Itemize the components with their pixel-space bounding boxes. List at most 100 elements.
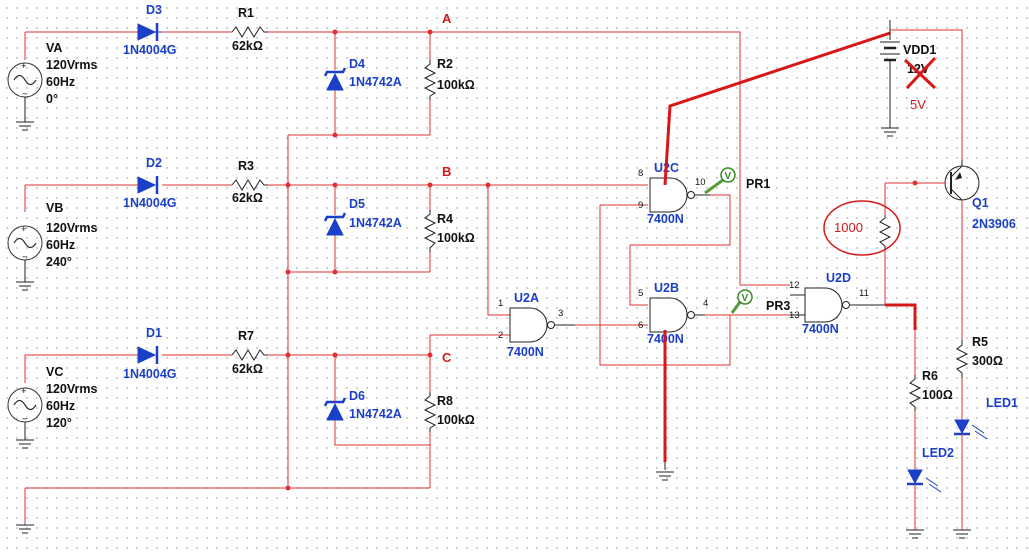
resistor-r8[interactable]: R8 100kΩ xyxy=(423,392,475,432)
u2c-pin9: 9 xyxy=(638,200,643,211)
source-vb-phase: 240° xyxy=(46,255,72,269)
led-led2[interactable]: LED2 xyxy=(907,446,954,493)
resistor-r7[interactable]: R7 62kΩ xyxy=(231,329,268,376)
u2c-part: 7400N xyxy=(647,212,684,226)
annotation-text: 1000 xyxy=(834,220,863,235)
r1-ref: R1 xyxy=(238,6,254,20)
source-vc-amplitude: 120Vrms xyxy=(46,382,97,396)
vdd1-ref: VDD1 xyxy=(903,43,936,57)
row-b-wiring xyxy=(162,182,648,316)
u2a-pin2: 2 xyxy=(498,330,503,341)
resistor-r3[interactable]: R3 62kΩ xyxy=(231,159,268,205)
diode-d3[interactable]: D3 1N4004G xyxy=(123,3,177,57)
pr3-label: PR3 xyxy=(766,299,790,313)
led-led1[interactable]: LED1 xyxy=(954,396,1018,440)
gate-u2d[interactable]: 12 13 11 U2D 7400N xyxy=(789,271,885,336)
r8-ref: R8 xyxy=(437,394,453,408)
u2d-pin12: 12 xyxy=(789,280,800,291)
u2a-pin3: 3 xyxy=(558,308,563,319)
gate-u2c[interactable]: 8 9 10 U2C 7400N xyxy=(638,161,710,226)
diode-d2[interactable]: D2 1N4004G xyxy=(123,156,177,210)
q1-base-wiring xyxy=(884,180,963,340)
r4-value: 100kΩ xyxy=(437,231,475,245)
source-vb-amplitude: 120Vrms xyxy=(46,221,97,235)
probe-pr3[interactable]: V PR3 xyxy=(730,289,790,314)
svg-text:−: − xyxy=(22,89,28,100)
d4-ref: D4 xyxy=(349,57,365,71)
node-a-label: A xyxy=(442,11,452,26)
pr3-glyph: V xyxy=(742,293,749,304)
source-va-phase: 0° xyxy=(46,92,58,106)
r3-ref: R3 xyxy=(238,159,254,173)
d3-part: 1N4004G xyxy=(123,43,177,57)
supply-vdd1[interactable]: VDD1 12V 5V xyxy=(880,20,936,137)
d6-ref: D6 xyxy=(349,389,365,403)
gate-u2b[interactable]: 5 6 4 U2B 7400N xyxy=(638,281,708,346)
source-vc-frequency: 60Hz xyxy=(46,399,75,413)
source-va[interactable]: + − VA 120Vrms 60Hz 0° xyxy=(7,41,97,131)
ground-main xyxy=(16,524,34,534)
probe-pr1[interactable]: V PR1 xyxy=(704,167,770,195)
r2-value: 100kΩ xyxy=(437,78,475,92)
d1-part: 1N4004G xyxy=(123,367,177,381)
source-vb-name: VB xyxy=(46,201,63,215)
svg-text:+: + xyxy=(21,224,27,235)
u2d-ref: U2D xyxy=(826,271,851,285)
annotation-1000: 1000 xyxy=(823,200,901,256)
source-vc-phase: 120° xyxy=(46,416,72,430)
u2c-pin8: 8 xyxy=(638,168,643,179)
led1-ref: LED1 xyxy=(986,396,1018,410)
d2-part: 1N4004G xyxy=(123,196,177,210)
d5-part: 1N4742A xyxy=(349,216,402,230)
u2b-pin5: 5 xyxy=(638,288,643,299)
led2-ref: LED2 xyxy=(922,446,954,460)
gate-u2a[interactable]: 1 2 3 U2A 7400N xyxy=(498,291,575,359)
row-a-wiring xyxy=(162,29,741,285)
hand-drawn-wires xyxy=(663,31,917,462)
resistor-1000[interactable] xyxy=(878,215,892,250)
r5-ref: R5 xyxy=(972,335,988,349)
r5-value: 300Ω xyxy=(972,354,1003,368)
d4-part: 1N4742A xyxy=(349,75,402,89)
u2b-pin6: 6 xyxy=(638,320,643,331)
resistor-r2[interactable]: R2 100kΩ xyxy=(423,57,475,100)
r7-value: 62kΩ xyxy=(232,362,263,376)
logic-wiring xyxy=(575,194,790,366)
resistor-r1[interactable]: R1 62kΩ xyxy=(231,6,268,53)
resistor-r5[interactable]: R5 300Ω xyxy=(955,335,1003,378)
d3-ref: D3 xyxy=(146,3,162,17)
u2a-part: 7400N xyxy=(507,345,544,359)
u2d-pin13: 13 xyxy=(789,310,800,321)
u2d-part: 7400N xyxy=(802,322,839,336)
r6-value: 100Ω xyxy=(922,388,953,402)
d1-ref: D1 xyxy=(146,326,162,340)
source-vb[interactable]: + − VB 120Vrms 60Hz 240° xyxy=(7,201,97,291)
node-c-label: C xyxy=(442,350,452,365)
source-vb-frequency: 60Hz xyxy=(46,238,75,252)
r4-ref: R4 xyxy=(437,212,453,226)
u2d-pin11: 11 xyxy=(859,288,869,299)
pr1-label: PR1 xyxy=(746,177,770,191)
zener-d4[interactable]: D4 1N4742A xyxy=(323,57,402,91)
svg-text:+: + xyxy=(21,61,27,72)
node-b-label: B xyxy=(442,164,451,179)
diode-d1[interactable]: D1 1N4004G xyxy=(123,326,177,381)
source-va-name: VA xyxy=(46,41,62,55)
u2c-pin10: 10 xyxy=(695,177,706,188)
ground-bus xyxy=(24,31,430,525)
zener-d6[interactable]: D6 1N4742A xyxy=(323,389,430,446)
u2b-pin4: 4 xyxy=(703,298,708,309)
transistor-q1[interactable]: Q1 2N3906 xyxy=(944,160,1016,231)
r8-value: 100kΩ xyxy=(437,413,475,427)
r1-value: 62kΩ xyxy=(232,39,263,53)
vdd1-note: 5V xyxy=(910,97,926,112)
pr1-glyph: V xyxy=(725,171,732,182)
r3-value: 62kΩ xyxy=(232,191,263,205)
zener-d5[interactable]: D5 1N4742A xyxy=(323,197,402,236)
source-vc[interactable]: + − VC 120Vrms 60Hz 120° xyxy=(7,365,97,449)
resistor-r6[interactable]: R6 100Ω xyxy=(908,330,953,411)
u2a-ref: U2A xyxy=(514,291,539,305)
u2b-ref: U2B xyxy=(654,281,679,295)
resistor-r4[interactable]: R4 100kΩ xyxy=(423,210,475,252)
